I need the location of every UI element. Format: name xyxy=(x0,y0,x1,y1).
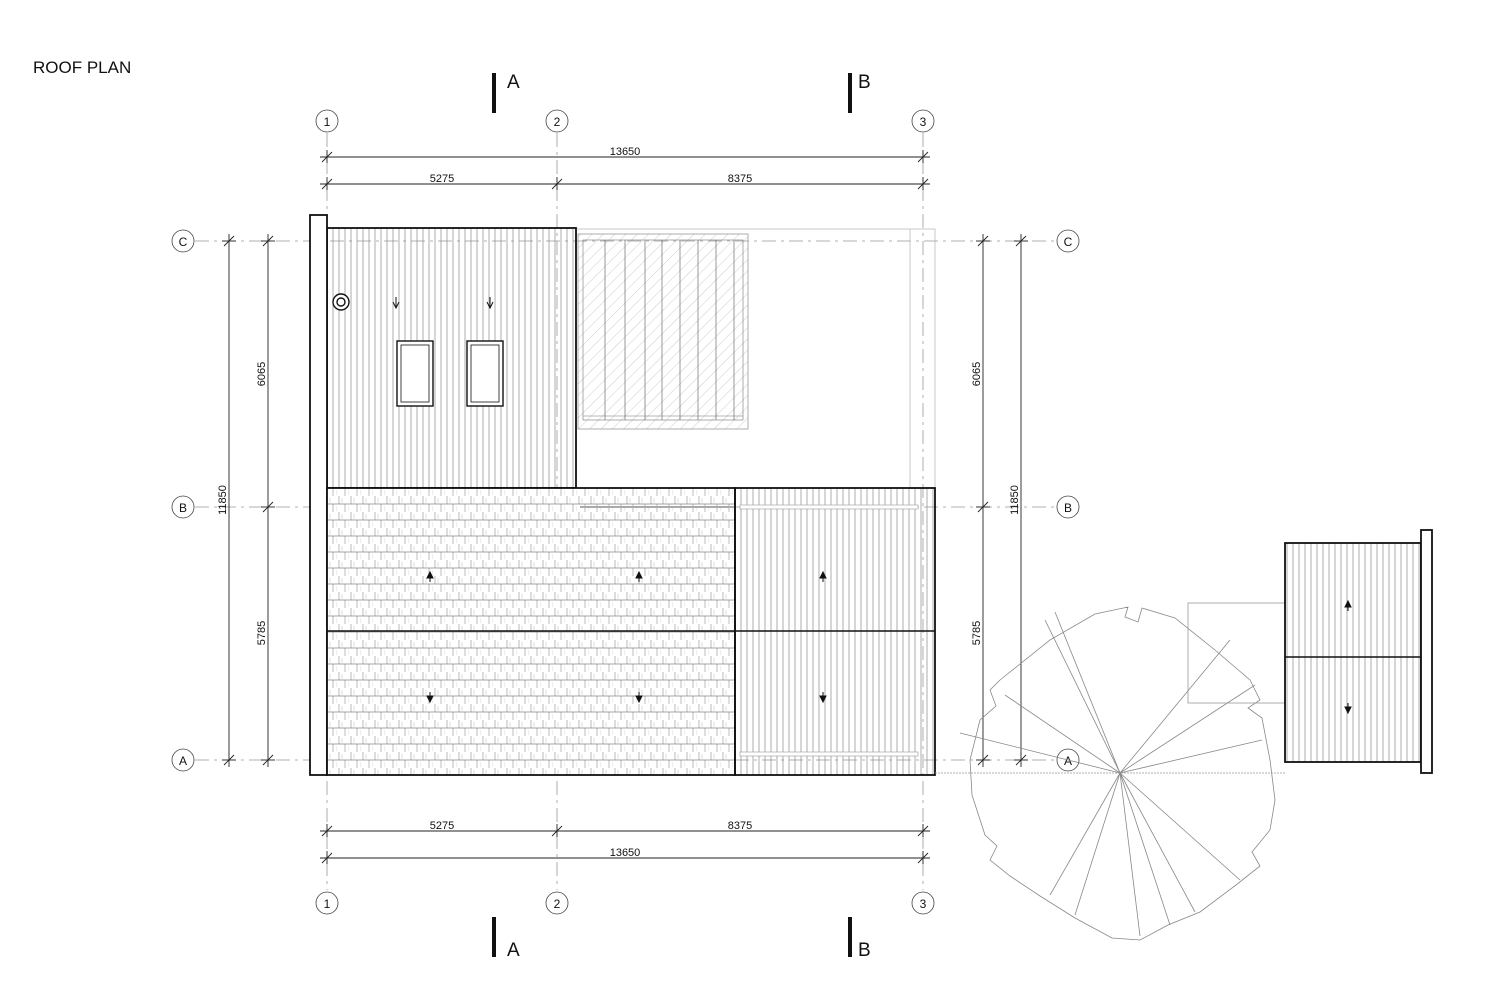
skylight-2 xyxy=(466,340,504,407)
svg-text:6065: 6065 xyxy=(971,362,983,386)
slope-arrow-icon xyxy=(426,570,434,582)
slope-arrow-icon xyxy=(635,570,643,582)
dimension-overall-depth-left: 11850 xyxy=(217,234,236,767)
svg-text:5785: 5785 xyxy=(256,621,268,645)
grid-bubble-b-left: B xyxy=(171,495,195,519)
flue-icon xyxy=(332,293,350,311)
svg-text:3: 3 xyxy=(920,897,927,911)
grid-bubble-1-bottom: 1 xyxy=(315,891,339,915)
dimension-overall-width-top: 13650 xyxy=(320,146,930,163)
grid-bubble-3-bottom: 3 xyxy=(911,891,935,915)
svg-text:A: A xyxy=(507,940,520,961)
roof-upper-left xyxy=(326,227,577,489)
svg-text:6065: 6065 xyxy=(256,362,268,386)
svg-text:11850: 11850 xyxy=(1009,485,1021,515)
svg-text:B: B xyxy=(1064,501,1072,515)
slope-arrow-icon xyxy=(426,692,434,704)
slope-arrow-icon xyxy=(486,297,494,310)
svg-text:A: A xyxy=(507,72,520,93)
svg-text:A: A xyxy=(1064,754,1072,768)
slope-arrow-icon xyxy=(392,297,400,310)
section-marker-a-bottom: A xyxy=(492,917,520,961)
grid-bubble-3-top: 3 xyxy=(911,109,935,133)
section-marker-a-top: A xyxy=(492,72,520,113)
slope-arrow-icon xyxy=(1344,599,1352,611)
svg-text:11850: 11850 xyxy=(217,485,229,515)
section-marker-b-bottom: B xyxy=(848,917,871,961)
roof-shed-right xyxy=(1284,529,1433,774)
svg-text:5275: 5275 xyxy=(430,820,454,832)
section-marker-b-top: B xyxy=(848,72,871,113)
svg-text:C: C xyxy=(1064,235,1073,249)
dimension-bays-left: 6065 5785 xyxy=(256,234,275,767)
svg-text:A: A xyxy=(179,754,187,768)
grid-bubble-2-bottom: 2 xyxy=(545,891,569,915)
slope-arrow-icon xyxy=(635,692,643,704)
svg-text:8375: 8375 xyxy=(728,173,752,185)
dimension-bays-top: 5275 8375 xyxy=(320,173,930,190)
grid-bubble-b-right: B xyxy=(1056,495,1080,519)
grid-bubble-2-top: 2 xyxy=(545,109,569,133)
grid-bubble-c-right: C xyxy=(1056,229,1080,253)
dimension-overall-depth-right: 11850 xyxy=(1009,234,1028,767)
dimension-overall-width-bottom: 13650 xyxy=(320,847,930,864)
svg-text:8375: 8375 xyxy=(728,820,752,832)
slope-arrow-icon xyxy=(819,692,827,704)
svg-text:1: 1 xyxy=(324,115,331,129)
svg-text:B: B xyxy=(858,940,871,961)
grid-bubble-1-top: 1 xyxy=(315,109,339,133)
grid-bubble-c-left: C xyxy=(171,229,195,253)
plan-title: ROOF PLAN xyxy=(33,58,132,77)
svg-text:13650: 13650 xyxy=(610,847,641,859)
skylight-1 xyxy=(396,340,434,407)
roof-tiled-lower xyxy=(326,487,736,776)
roof-metal-lower-right xyxy=(734,487,936,776)
svg-text:B: B xyxy=(179,501,187,515)
slope-arrow-icon xyxy=(819,570,827,582)
svg-text:3: 3 xyxy=(920,115,927,129)
slope-arrow-icon xyxy=(1344,703,1352,715)
svg-text:C: C xyxy=(179,235,188,249)
svg-text:5785: 5785 xyxy=(971,621,983,645)
grid-bubble-a-left: A xyxy=(171,748,195,772)
parapet-left xyxy=(309,214,328,776)
tree-symbol xyxy=(959,606,1276,941)
svg-text:13650: 13650 xyxy=(610,146,641,158)
svg-text:B: B xyxy=(858,72,871,93)
dimension-bays-right: 6065 5785 xyxy=(971,234,990,767)
svg-text:5275: 5275 xyxy=(430,173,454,185)
svg-text:2: 2 xyxy=(554,897,561,911)
dimension-bays-bottom: 5275 8375 xyxy=(320,820,930,837)
svg-text:2: 2 xyxy=(554,115,561,129)
svg-text:1: 1 xyxy=(324,897,331,911)
pergola-hatched xyxy=(577,233,749,430)
